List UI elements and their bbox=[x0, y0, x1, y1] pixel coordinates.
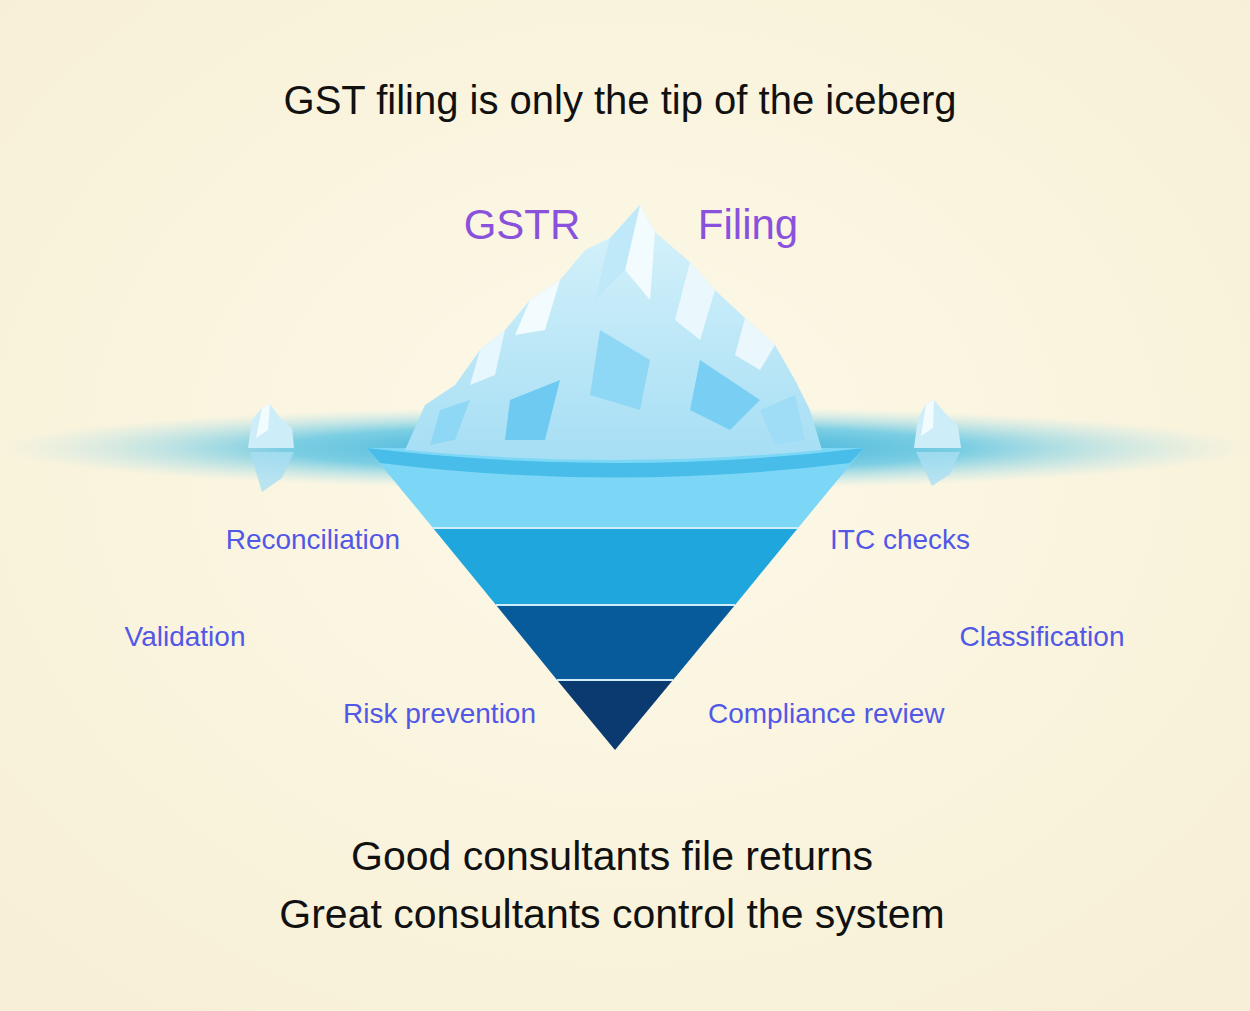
ice-facet bbox=[470, 330, 505, 385]
ice-facet bbox=[675, 262, 715, 340]
hidden-task-label: Validation bbox=[125, 621, 246, 653]
small-iceberg bbox=[248, 404, 294, 448]
small-iceberg bbox=[914, 400, 961, 448]
tip-label: Filing bbox=[698, 201, 798, 249]
tip-label: GSTR bbox=[464, 201, 581, 249]
hidden-task-label: Risk prevention bbox=[343, 698, 536, 730]
closing-line: Great consultants control the system bbox=[279, 891, 944, 938]
ice-facet bbox=[430, 400, 470, 445]
ice-facet bbox=[735, 318, 775, 370]
underwater-band bbox=[433, 528, 798, 605]
band-divider bbox=[433, 528, 798, 680]
ice-facet bbox=[505, 380, 560, 440]
ice-facet bbox=[256, 404, 270, 438]
ice-facet bbox=[921, 400, 934, 436]
underwater-band bbox=[557, 680, 673, 750]
small-iceberg-reflection bbox=[250, 452, 294, 492]
ice-facet bbox=[760, 395, 805, 445]
hidden-task-label: Classification bbox=[960, 621, 1125, 653]
hidden-task-label: ITC checks bbox=[830, 524, 970, 556]
ice-facet bbox=[590, 330, 650, 410]
hidden-task-label: Reconciliation bbox=[226, 524, 400, 556]
closing-line: Good consultants file returns bbox=[351, 833, 873, 880]
small-iceberg-reflection bbox=[916, 452, 960, 486]
ice-facet bbox=[690, 360, 760, 430]
underwater-band bbox=[367, 448, 864, 528]
diagram-title: GST filing is only the tip of the iceber… bbox=[284, 77, 957, 123]
hidden-task-label: Compliance review bbox=[708, 698, 945, 730]
ice-facet bbox=[595, 205, 640, 300]
ice-facet bbox=[515, 280, 560, 335]
underwater-band bbox=[496, 605, 735, 680]
